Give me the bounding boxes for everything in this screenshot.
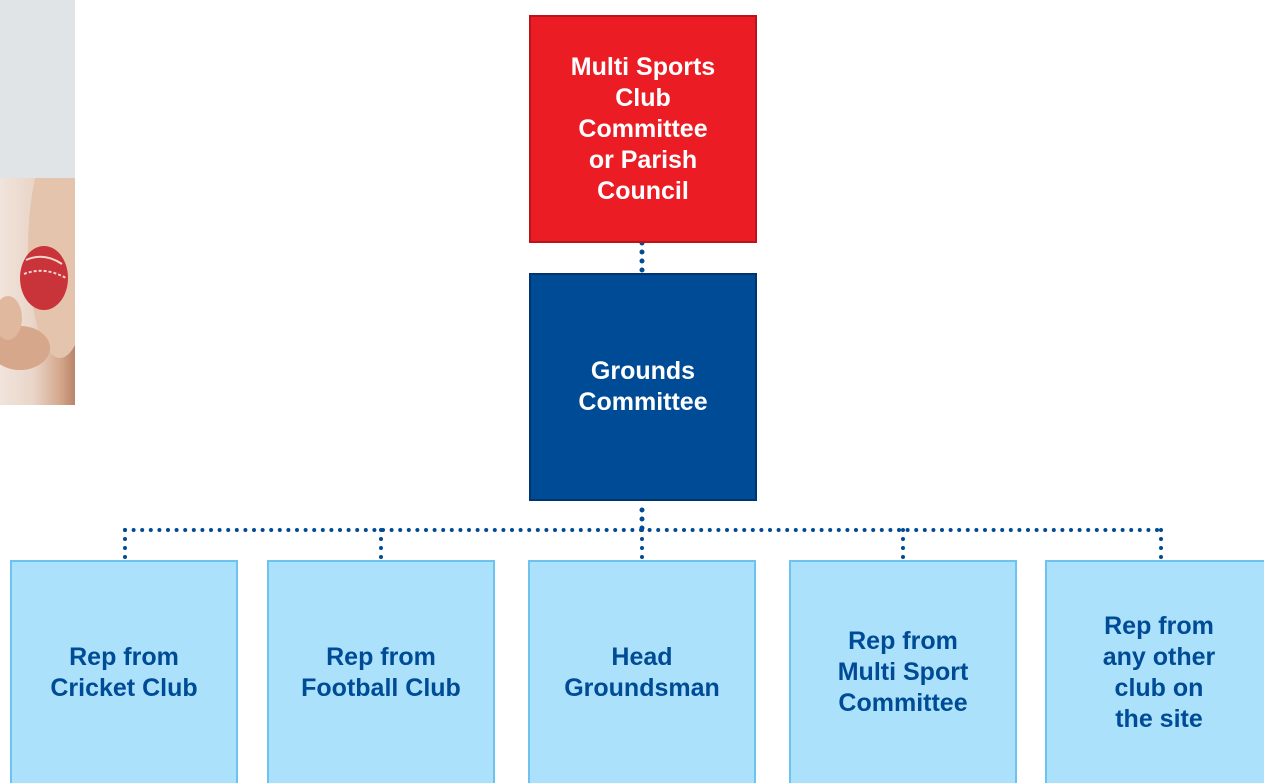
grounds-committee-box: Grounds Committee [529,273,757,501]
multi-sports-club-committee-label: Multi Sports Club Committee or Parish Co… [570,52,716,205]
rep-football-club-box: Rep from Football Club [267,560,495,783]
head-groundsman-box: Head Groundsman [528,560,756,783]
rep-cricket-club-box: Rep from Cricket Club [10,560,238,783]
sports-photo [0,178,75,405]
rep-other-club-box: Rep from any other club on the site [1045,560,1264,783]
rep-cricket-club-label: Rep from Cricket Club [50,642,198,702]
head-groundsman-label: Head Groundsman [564,642,720,702]
rep-multi-sport-committee-box: Rep from Multi Sport Committee [789,560,1017,783]
rep-multi-sport-committee-label: Rep from Multi Sport Committee [837,627,969,717]
photo-background-panel [0,0,75,178]
multi-sports-club-committee-box: Multi Sports Club Committee or Parish Co… [529,15,757,243]
rep-football-club-label: Rep from Football Club [301,642,461,702]
rep-other-club-label: Rep from any other club on the site [1102,611,1216,733]
grounds-committee-label: Grounds Committee [578,357,708,416]
